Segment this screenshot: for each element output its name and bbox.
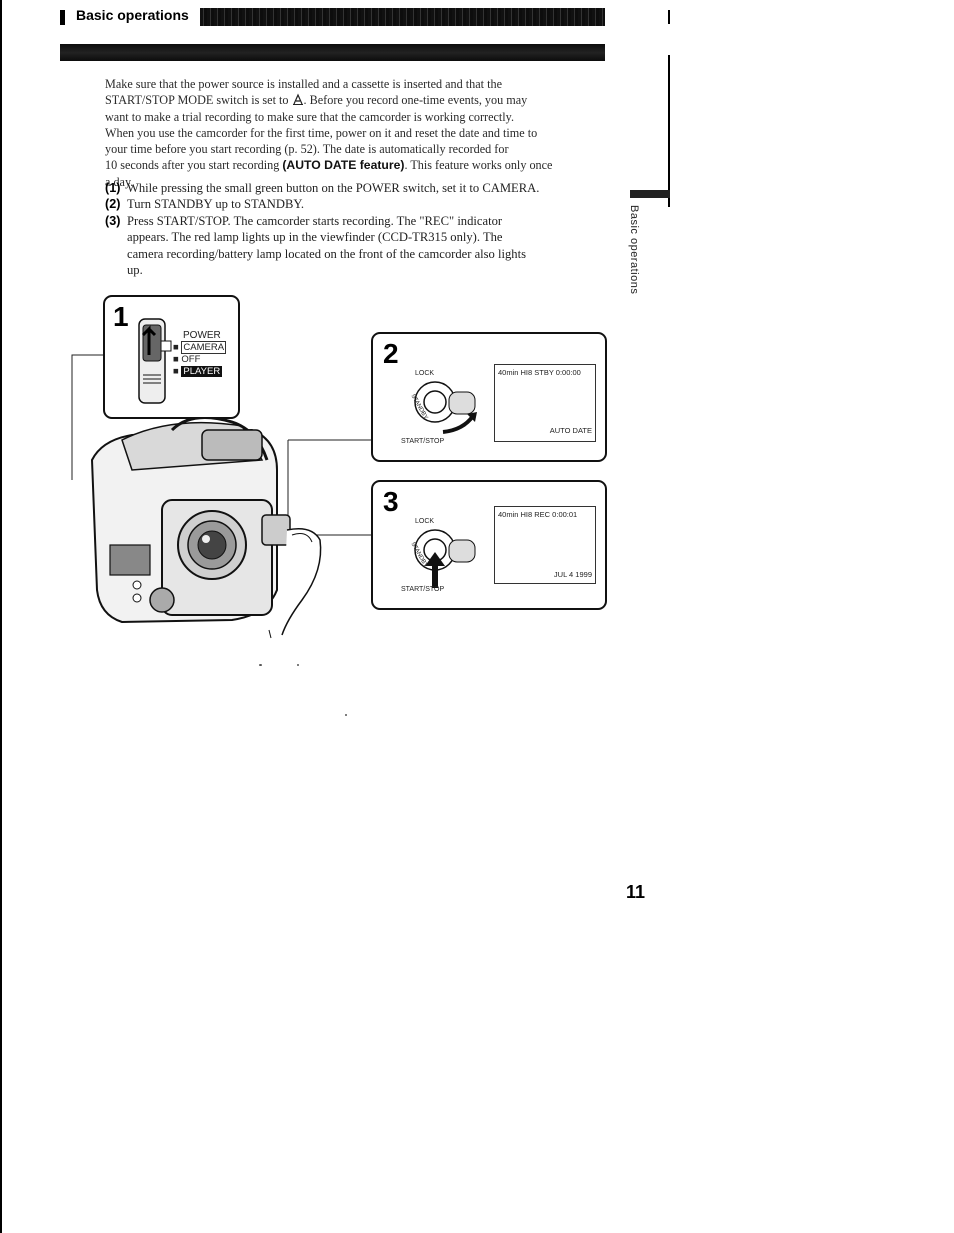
- power-options: ■ CAMERA ■ OFF ■ PLAYER: [173, 341, 227, 378]
- step-text: Turn STANDBY up to STANDBY.: [127, 197, 305, 211]
- dial-button-label: START/STOP: [401, 586, 445, 593]
- figure-number: 1: [113, 301, 129, 332]
- step-text: While pressing the small green button on…: [127, 181, 540, 195]
- viewfinder-screen: 40min HI8 REC 0:00:01 JUL 4 1999: [494, 506, 596, 584]
- intro-line: 10 seconds after you start recording (AU…: [105, 157, 602, 173]
- option-label: CAMERA: [181, 341, 227, 354]
- intro-text: . Before you record one-time events, you…: [303, 93, 528, 108]
- viewfinder-status: 40min HI8 REC 0:00:01: [498, 510, 578, 519]
- power-option-camera: ■ CAMERA: [173, 341, 227, 354]
- dial-lock-label: LOCK: [415, 370, 435, 377]
- margin-tick: [668, 10, 670, 24]
- intro-text: 10 seconds after you start recording: [105, 158, 283, 173]
- step-1: (1) While pressing the small green button…: [105, 180, 605, 196]
- print-speck: [345, 714, 347, 716]
- power-option-player: ■ PLAYER: [173, 366, 223, 377]
- header-bar: [200, 8, 605, 26]
- intro-text: . This feature works only once: [404, 158, 553, 173]
- intro-line: Make sure that the power source is insta…: [105, 77, 502, 91]
- page-number: 11: [626, 882, 646, 902]
- intro-paragraph: Make sure that the power source is insta…: [105, 76, 602, 190]
- step-3: (3) Press START/STOP. The camcorder start…: [105, 213, 605, 278]
- intro-line: a day.: [105, 174, 134, 189]
- side-rule: [668, 55, 670, 207]
- figure-number: 2: [383, 338, 399, 369]
- side-tab-label: Basic operations: [628, 205, 640, 295]
- intro-line: your time before you start recording (p.…: [105, 142, 509, 157]
- power-switch-icon: [138, 318, 172, 404]
- intro-text: START/STOP MODE switch is set to: [105, 93, 292, 108]
- auto-date-feature-term: (AUTO DATE feature): [282, 158, 405, 173]
- start-stop-dial-icon: [414, 529, 476, 588]
- figure-2-panel: 2 LOCK STANDBY START/STOP 40min HI8 STBY…: [371, 332, 607, 462]
- dial-lock-label: LOCK: [415, 518, 435, 525]
- step-text: camera recording/battery lamp located on…: [127, 246, 526, 261]
- single-recording-mode-icon: [292, 93, 303, 106]
- viewfinder-status: 40min HI8 STBY 0:00:00: [498, 368, 581, 377]
- step-number: (1): [105, 181, 121, 195]
- figure-number: 3: [383, 486, 399, 517]
- power-option-off: ■ OFF: [173, 354, 201, 365]
- title-band: [60, 44, 605, 61]
- option-label: PLAYER: [181, 366, 223, 377]
- intro-line: want to make a trial recording to make s…: [105, 109, 515, 124]
- step-2: (2) Turn STANDBY up to STANDBY.: [105, 196, 605, 212]
- section-header: Basic operations: [76, 7, 189, 23]
- step-text: up.: [127, 262, 143, 277]
- step-text: appears. The red lamp lights up in the v…: [127, 230, 503, 245]
- viewfinder-date: AUTO DATE: [549, 426, 592, 435]
- section-marker: [60, 10, 65, 25]
- figure-1-panel: 1 POWER ■ CAMERA ■ OFF ■ PLAYER: [103, 295, 240, 419]
- figure-3-panel: 3 LOCK STANDBY START/STOP 40min HI8 REC …: [371, 480, 607, 610]
- viewfinder-date: JUL 4 1999: [553, 570, 592, 579]
- camcorder-illustration: [71, 354, 372, 639]
- intro-line: START/STOP MODE switch is set to . Befor…: [105, 92, 602, 108]
- step-number: (3): [105, 214, 121, 228]
- print-speck: [259, 664, 262, 666]
- print-speck: [297, 664, 299, 666]
- step-number: (2): [105, 197, 121, 211]
- side-tab-bar: [630, 190, 670, 198]
- standby-dial-icon: [414, 381, 477, 434]
- viewfinder-screen: 40min HI8 STBY 0:00:00 AUTO DATE: [494, 364, 596, 442]
- dial-button-label: START/STOP: [401, 438, 445, 445]
- power-label: POWER: [183, 330, 221, 341]
- page-edge-rule: [0, 0, 2, 1233]
- option-label: OFF: [181, 354, 201, 365]
- step-text: Press START/STOP. The camcorder starts r…: [127, 214, 503, 228]
- intro-line: When you use the camcorder for the first…: [105, 125, 538, 140]
